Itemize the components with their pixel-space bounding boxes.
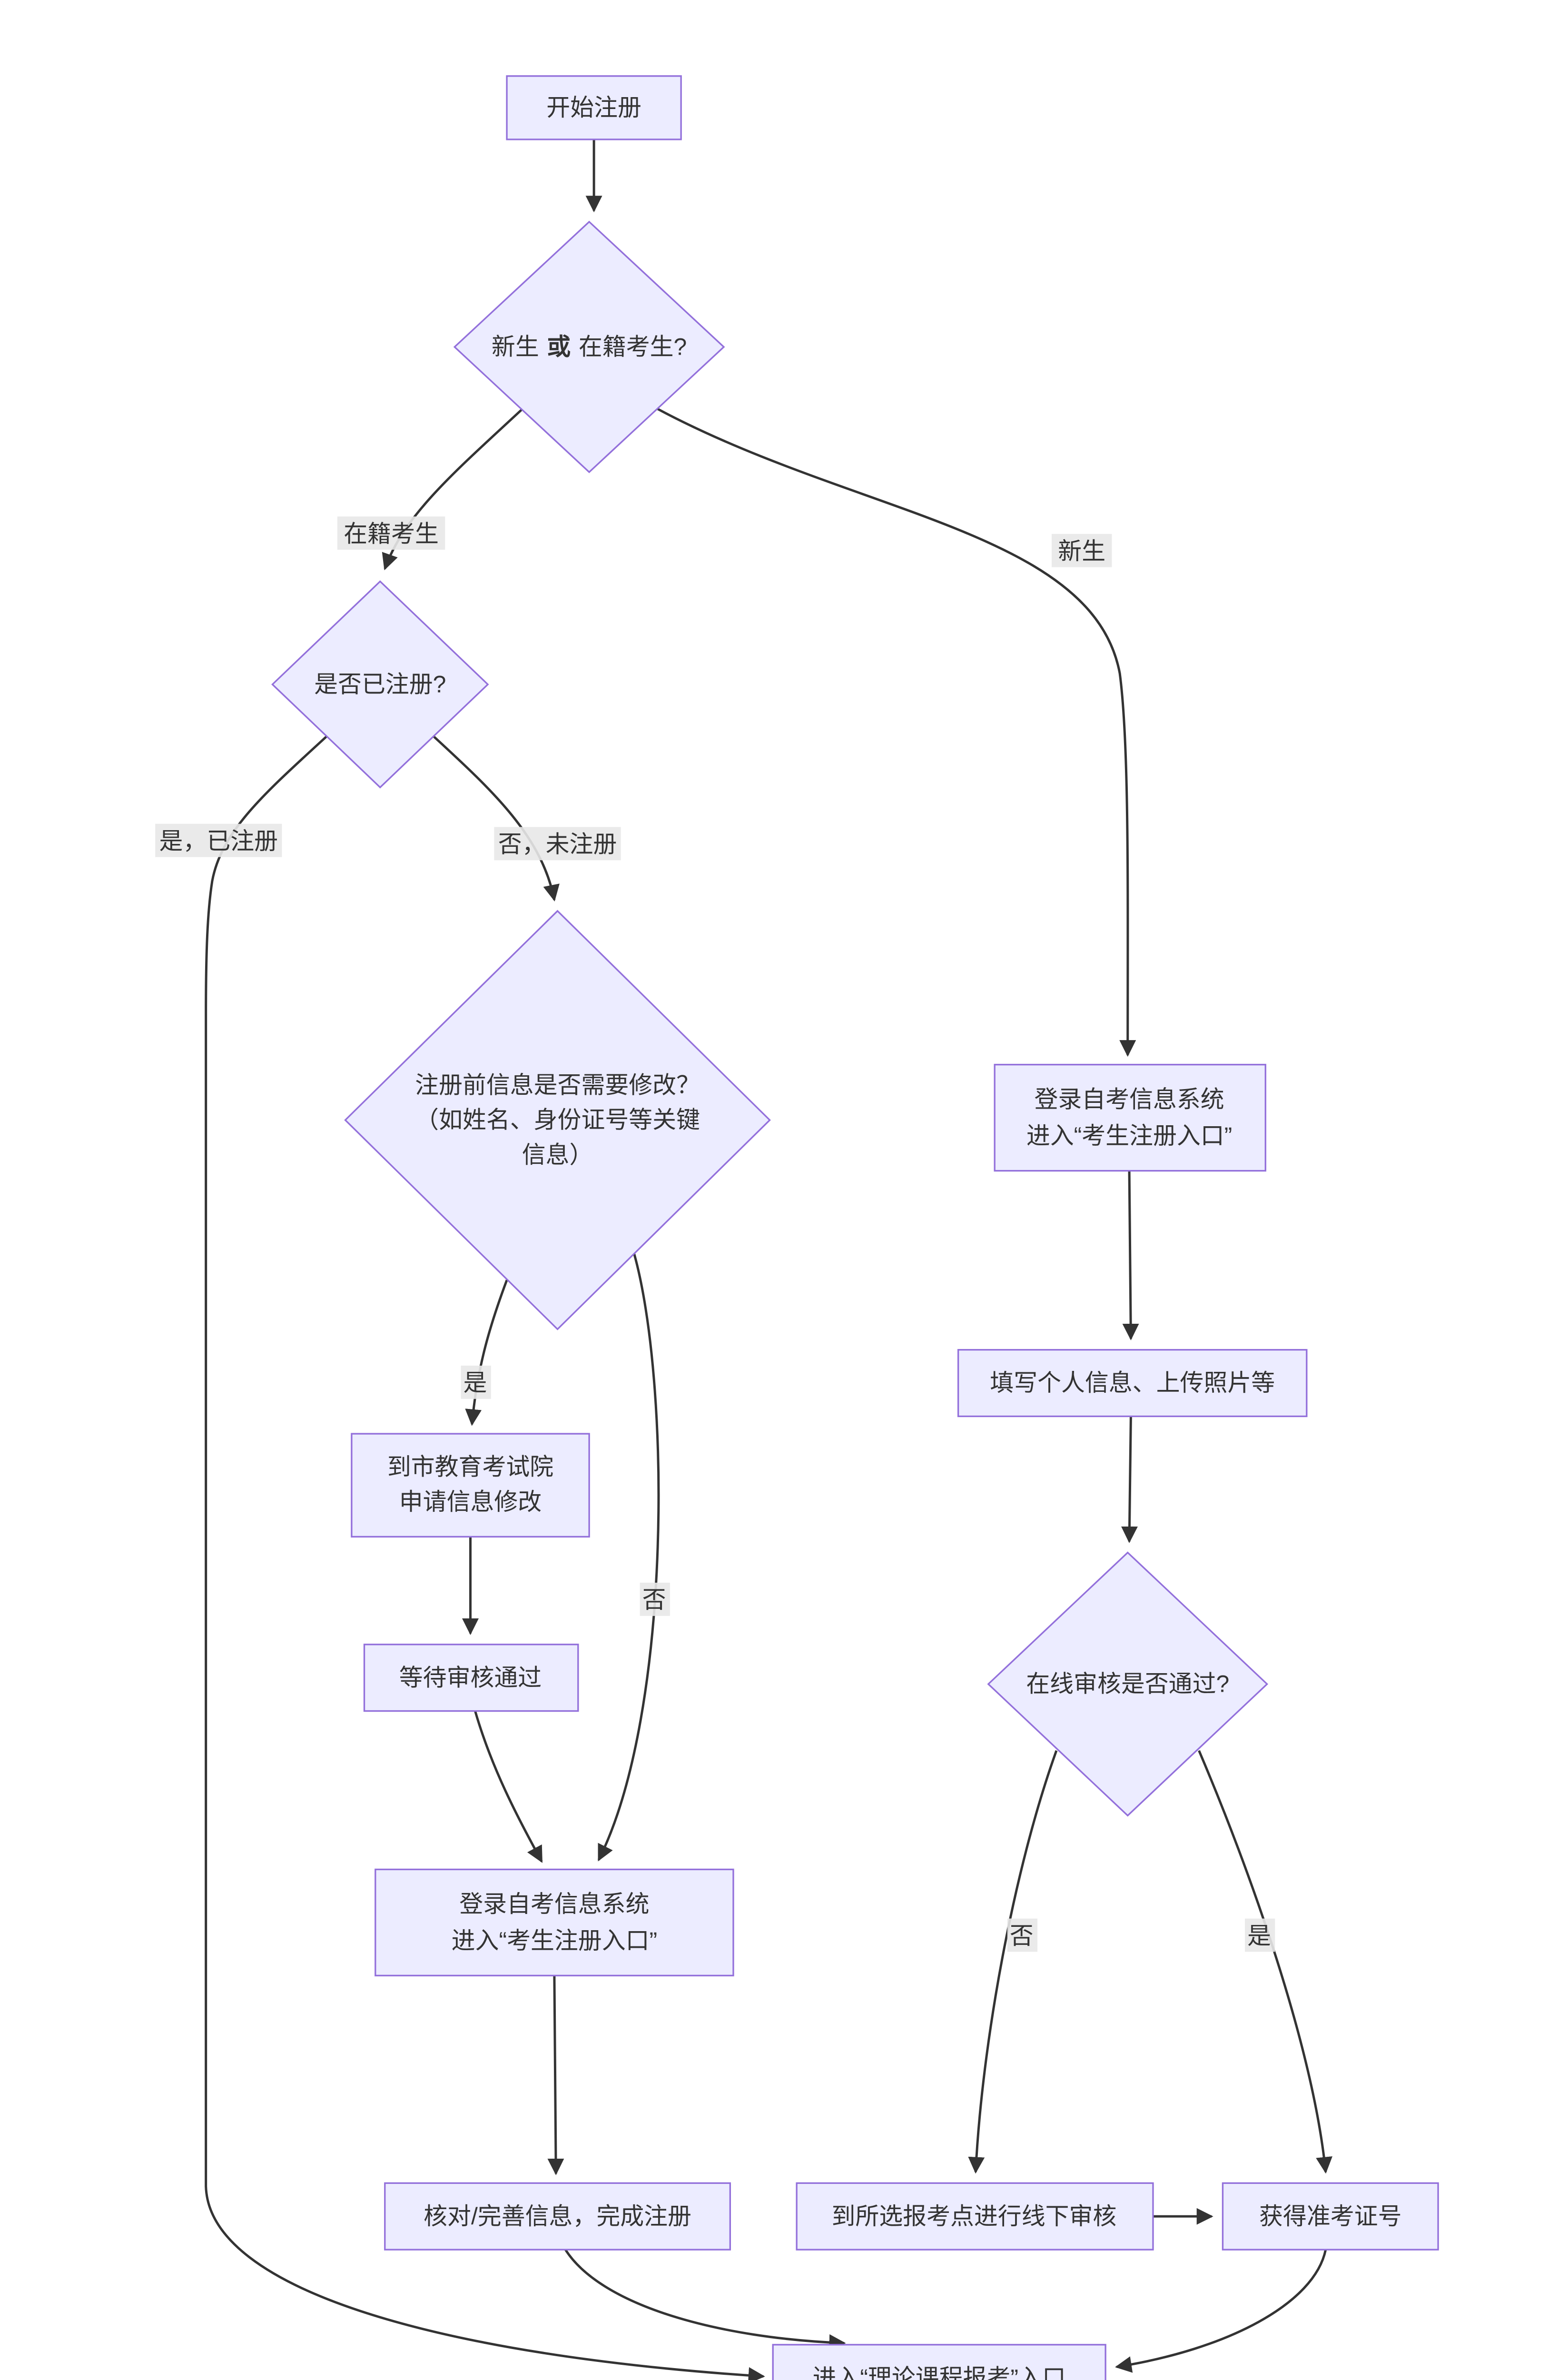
- node-enter-course-label: 进入“理论课程报考”入口: [813, 2364, 1066, 2380]
- node-enter-course-box: [772, 2344, 1106, 2380]
- edge-fill-info-to-online-review: [1121, 1416, 1138, 1543]
- node-verify-complete-label: 核对/完善信息，完成注册: [424, 2203, 691, 2230]
- node-wait-review: 等待审核通过: [363, 1644, 579, 1712]
- edge-label-review-yes-text: 是: [1247, 1923, 1271, 1949]
- node-get-ticket: 获得准考证号: [1222, 2182, 1439, 2251]
- edge-login-left-to-verify-complete: [547, 1975, 564, 2175]
- edge-verify-complete-to-enter-course: [564, 2249, 846, 2351]
- edge-label-no-unregistered-text: 否，未注册: [498, 831, 617, 858]
- node-enter-course: 进入“理论课程报考”入口: [772, 2344, 1106, 2380]
- edge-label-enrolled-text: 在籍考生: [344, 520, 439, 547]
- node-login-right-line2: 进入“考生注册入口”: [1026, 1122, 1233, 1149]
- edge-label-enrolled: 在籍考生: [337, 516, 445, 550]
- node-registered-check-label: 是否已注册?: [314, 671, 446, 697]
- edge-login-right-to-fill-info: [1122, 1170, 1139, 1340]
- node-offline-review-label: 到所选报考点进行线下审核: [831, 2203, 1116, 2230]
- node-fill-info-box: [957, 1349, 1308, 1418]
- node-online-review-diamond: [987, 1551, 1269, 1817]
- node-registered-check-diamond: [271, 580, 489, 789]
- edge-modify-yes-to-apply-modify: [465, 1279, 508, 1426]
- edge-review-yes-to-get-ticket: [1198, 1750, 1332, 2174]
- edge-label-review-yes-bg: [1245, 1918, 1275, 1952]
- edge-label-review-yes: 是: [1245, 1918, 1275, 1952]
- edge-label-new-student-text: 新生: [1058, 538, 1105, 565]
- node-apply-modify-line2: 申请信息修改: [399, 1488, 542, 1515]
- node-online-review-decision: 在线审核是否通过?: [987, 1551, 1269, 1817]
- edge-modify-no-to-login-left: [597, 1251, 660, 1862]
- node-modify-check-decision: 注册前信息是否需要修改？ （如姓名、身份证号等关键 信息）: [344, 910, 771, 1330]
- node-registered-check-decision: 是否已注册?: [271, 580, 489, 789]
- nodes: 开始注册 新生或在籍考生? 是否已注册? 注册前信息是否需要修改？ （如姓名、身…: [271, 75, 1439, 2380]
- edge-labels: 在籍考生 新生 是，已注册 否，未注册 是 否 否 是: [155, 516, 1275, 1952]
- edge-label-no-modify: 否: [640, 1582, 670, 1616]
- node-verify-complete-box: [384, 2182, 731, 2251]
- edge-review-no-to-offline-review: [968, 1750, 1058, 2174]
- node-get-ticket-label: 获得准考证号: [1259, 2203, 1401, 2230]
- node-wait-review-label: 等待审核通过: [399, 1664, 542, 1691]
- edge-label-no-modify-text: 否: [642, 1587, 666, 1613]
- node-login-right: 登录自考信息系统 进入“考生注册入口”: [994, 1063, 1266, 1172]
- node-fill-info-label: 填写个人信息、上传照片等: [990, 1369, 1275, 1396]
- student-type-part1: 新生: [492, 334, 539, 360]
- node-login-left-line1: 登录自考信息系统: [459, 1891, 649, 1917]
- edge-label-yes-modify-bg: [461, 1365, 491, 1399]
- edge-label-no-modify-bg: [640, 1582, 670, 1616]
- node-start-label: 开始注册: [546, 94, 641, 121]
- node-modify-check-diamond: [344, 910, 771, 1330]
- edge-label-review-no-text: 否: [1010, 1923, 1034, 1949]
- edge-label-new-student: 新生: [1051, 534, 1112, 567]
- node-student-type-diamond: [453, 220, 725, 474]
- node-login-left-line2: 进入“考生注册入口”: [452, 1927, 658, 1954]
- node-wait-review-box: [363, 1644, 579, 1712]
- student-type-part3: 在籍考生?: [579, 334, 687, 360]
- node-offline-review: 到所选报考点进行线下审核: [796, 2182, 1154, 2251]
- edge-label-review-no-bg: [1007, 1918, 1038, 1952]
- node-start: 开始注册: [506, 75, 682, 140]
- edge-label-new-student-bg: [1051, 534, 1112, 567]
- edge-get-ticket-to-enter-course: [1114, 2249, 1327, 2373]
- edge-label-no-unregistered-bg: [494, 827, 621, 861]
- node-student-type-label: 新生或在籍考生?: [492, 334, 687, 360]
- edge-student-type-to-login-right: [657, 407, 1136, 1057]
- node-online-review-label: 在线审核是否通过?: [1026, 1671, 1229, 1697]
- edge-label-enrolled-bg: [337, 516, 445, 550]
- edge-label-yes-registered-text: 是，已注册: [159, 828, 278, 854]
- edge-label-no-unregistered: 否，未注册: [494, 827, 621, 861]
- node-apply-modify: 到市教育考试院 申请信息修改: [351, 1433, 590, 1538]
- node-login-right-box: [994, 1063, 1266, 1172]
- node-fill-info: 填写个人信息、上传照片等: [957, 1349, 1308, 1418]
- edge-label-review-no: 否: [1007, 1918, 1038, 1952]
- node-modify-check-line3: 信息）: [522, 1141, 593, 1168]
- node-verify-complete: 核对/完善信息，完成注册: [384, 2182, 731, 2251]
- node-apply-modify-line1: 到市教育考试院: [387, 1454, 553, 1480]
- edges: [205, 139, 1332, 2380]
- edge-label-yes-modify-text: 是: [463, 1369, 487, 1396]
- student-type-part2: 或: [547, 334, 571, 360]
- node-student-type-decision: 新生或在籍考生?: [453, 220, 725, 474]
- edge-label-yes-registered: 是，已注册: [155, 823, 282, 857]
- node-login-left-box: [375, 1868, 734, 1977]
- node-login-right-line1: 登录自考信息系统: [1034, 1086, 1224, 1112]
- node-apply-modify-box: [351, 1433, 590, 1538]
- node-start-box: [506, 75, 682, 140]
- node-modify-check-line1: 注册前信息是否需要修改？: [415, 1072, 700, 1099]
- node-modify-check-line2: （如姓名、身份证号等关键: [415, 1107, 700, 1133]
- edge-label-yes-modify: 是: [461, 1365, 491, 1399]
- node-offline-review-box: [796, 2182, 1154, 2251]
- edge-wait-review-to-login-left: [474, 1710, 543, 1863]
- node-get-ticket-box: [1222, 2182, 1439, 2251]
- node-login-left: 登录自考信息系统 进入“考生注册入口”: [375, 1868, 734, 1977]
- edge-label-yes-registered-bg: [155, 823, 282, 857]
- edge-registered-no-to-modify-check: [433, 735, 560, 902]
